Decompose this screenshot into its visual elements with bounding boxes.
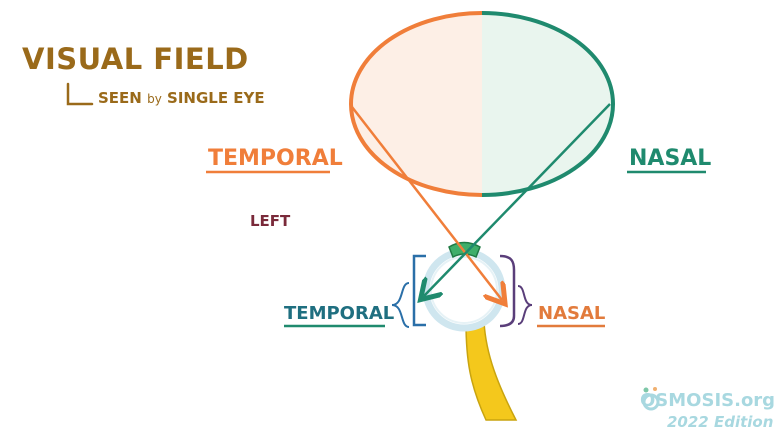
nasal-light-ray <box>424 103 611 296</box>
nasal-field-label: NASAL <box>629 146 712 171</box>
subtitle-bracket <box>66 82 94 106</box>
brand-edition: 2022 Edition <box>667 413 774 431</box>
nasal-retina-label: NASAL <box>538 303 606 324</box>
subtitle-single-eye: SINGLE EYE <box>161 89 265 107</box>
left-eye-label: LEFT <box>250 212 291 230</box>
temporal-light-ray <box>351 106 502 300</box>
nasal-retina-brace <box>517 285 533 325</box>
temporal-retina-label: TEMPORAL <box>284 303 395 324</box>
temporal-field-label: TEMPORAL <box>208 146 343 171</box>
subtitle-seen: SEEN <box>98 89 148 107</box>
nasal-retina-bracket <box>499 254 516 328</box>
osmosis-logo-icon <box>642 387 660 411</box>
temporal-retina-brace <box>391 282 410 328</box>
nasal-field-half <box>482 11 615 197</box>
subtitle-by: by <box>147 92 162 106</box>
eyeball <box>422 248 506 332</box>
page-subtitle: SEEN by SINGLE EYE <box>98 89 265 107</box>
temporal-retina-bracket <box>412 254 426 327</box>
brand-name: OSMOSIS.org <box>640 390 776 411</box>
optic-nerve <box>465 321 518 421</box>
page-title: VISUAL FIELD <box>22 42 249 76</box>
